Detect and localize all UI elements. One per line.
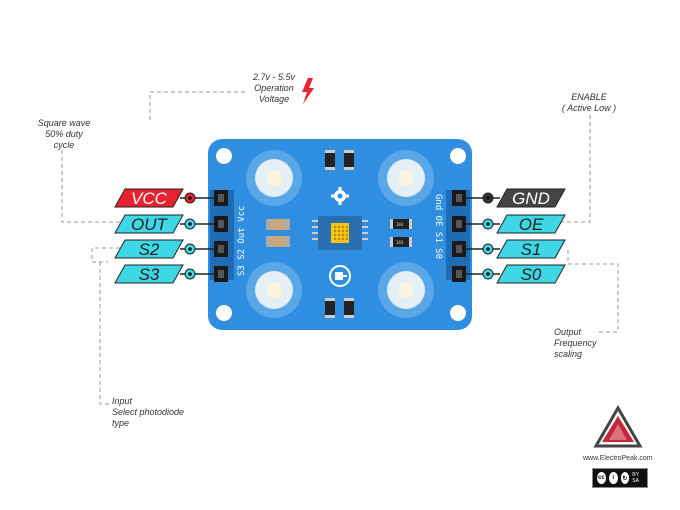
pin-label-box-s0: [496, 264, 566, 284]
sa-icon: ↻: [620, 472, 630, 484]
pin-dot-center: [188, 196, 192, 200]
capacitor-left: [266, 219, 290, 247]
by-icon: i: [608, 472, 618, 484]
led-bl: [246, 262, 302, 318]
header-pin-pad: [456, 245, 462, 253]
resistor-top-2: [344, 150, 354, 170]
gear-icon: [331, 187, 349, 205]
tcs3200-chip: [312, 216, 368, 250]
pin-label-box-out: [114, 214, 184, 234]
mount-hole-br: [450, 305, 466, 321]
pin-label-box-s2: [114, 239, 184, 259]
resistor-mid-1: 103: [390, 219, 412, 229]
s2-s3-bracket: [91, 247, 120, 263]
pin-dot-center: [486, 247, 490, 251]
header-pin-pad: [218, 270, 224, 278]
led-tr: [378, 150, 434, 206]
pin-label-box-gnd: [496, 188, 566, 208]
electropeak-logo: [593, 405, 643, 448]
resistor-top-1: [325, 150, 335, 170]
resistor-mid-2-code: 103: [396, 240, 404, 245]
pin-label-oe: OE: [519, 215, 544, 234]
pin-label-s3: S3: [139, 265, 160, 284]
electropeak-url: www.ElectroPeak.com: [583, 455, 653, 462]
square-wave-leader: [61, 150, 122, 223]
pin-label-vcc: VCC: [131, 189, 168, 208]
pin-dot-center: [486, 196, 490, 200]
pin-dot-center: [486, 272, 490, 276]
resistor-bottom-2: [344, 298, 354, 318]
square-wave-note: Square wave 50% duty cycle: [37, 118, 91, 150]
pin-label-gnd: GND: [512, 189, 550, 208]
pin-label-out: OUT: [131, 215, 169, 234]
enable-leader: [560, 115, 591, 223]
cc-icon: cc: [597, 472, 606, 484]
leader-lines: [61, 91, 619, 405]
header-pin-pad: [456, 270, 462, 278]
resistor-mid-2: 103: [390, 237, 412, 247]
right-header: [452, 190, 466, 282]
output-frequency-leader: [567, 250, 619, 333]
mount-hole-tr: [450, 148, 466, 164]
plug-icon: [329, 265, 351, 287]
header-pin-pad: [218, 194, 224, 202]
header-pin-pad: [456, 220, 462, 228]
right-header-silkscreen: Gnd OE S1 S0: [433, 194, 443, 259]
mount-hole-tl: [216, 148, 232, 164]
pin-label-box-vcc: [114, 188, 184, 208]
pin-label-s2: S2: [139, 240, 160, 259]
license-text: BY SA: [632, 472, 639, 484]
header-pin-pad: [218, 245, 224, 253]
cc-license-badge: cc i ↻ BY SA: [592, 468, 648, 488]
pin-dot-center: [188, 222, 192, 226]
input-select-leader: [99, 262, 110, 405]
pin-label-box-oe: [496, 214, 566, 234]
led-br: [378, 262, 434, 318]
mount-hole-bl: [216, 305, 232, 321]
pin-label-s1: S1: [521, 240, 542, 259]
pin-dot-center: [188, 247, 192, 251]
sensor-board: 103 103 S3 S2 Out Vcc Gnd OE S1 S0: [208, 139, 472, 330]
header-pin-pad: [456, 194, 462, 202]
pin-label-s0: S0: [521, 265, 542, 284]
pin-dot-center: [486, 222, 490, 226]
left-header-silkscreen: S3 S2 Out Vcc: [237, 206, 247, 276]
voltage-note: 2.7v - 5.5v Operation Voltage: [252, 72, 296, 104]
led-tl: [246, 150, 302, 206]
left-header: [214, 190, 228, 282]
pin-dot-center: [188, 272, 192, 276]
pin-label-box-s1: [496, 239, 566, 259]
resistor-mid-1-code: 103: [396, 222, 404, 227]
pin-label-box-s3: [114, 264, 184, 284]
header-pin-pad: [218, 220, 224, 228]
input-select-note: Input Select photodiode type: [112, 396, 185, 428]
output-frequency-note: Output Frequency scaling: [554, 327, 597, 359]
enable-note: ENABLE ( Active Low ): [561, 92, 617, 113]
voltage-leader: [149, 91, 248, 120]
lightning-icon: [302, 78, 314, 104]
resistor-bottom-1: [325, 298, 335, 318]
